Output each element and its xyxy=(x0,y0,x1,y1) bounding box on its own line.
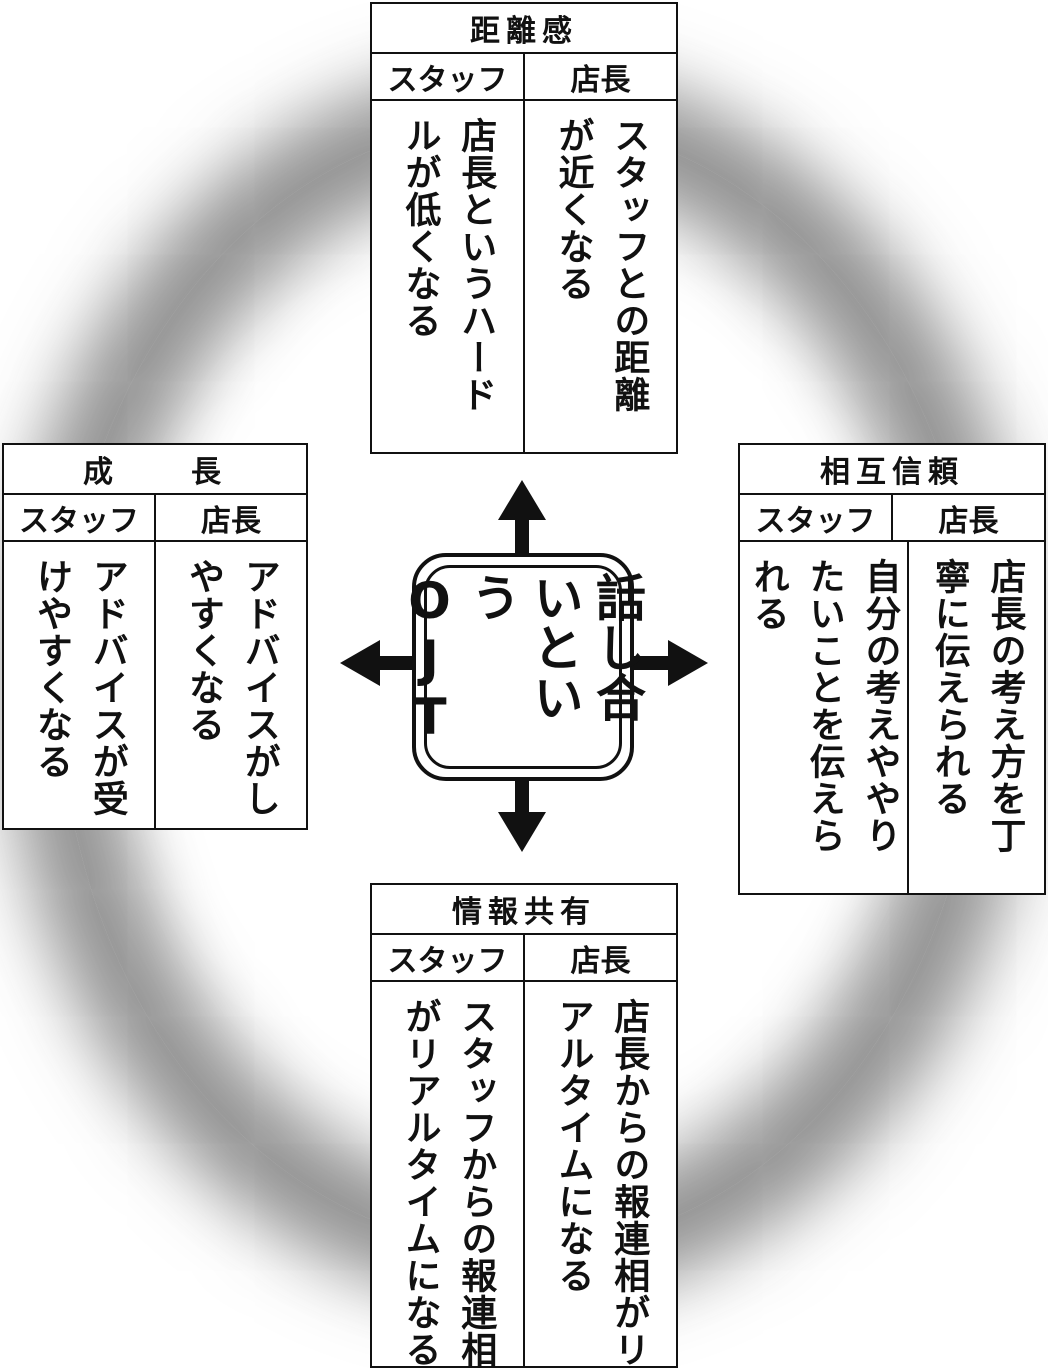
staff-column: アドバイスが受けやすくなる xyxy=(4,542,156,828)
arrow-down-shaft xyxy=(515,779,529,815)
staff-header: スタッフ xyxy=(740,495,893,540)
staff-text: 自分の考えややりたいことを伝えられる xyxy=(747,558,901,854)
arrow-right-shaft xyxy=(632,656,672,670)
box-growth: 成 長 スタッフ 店長 アドバイスが受けやすくなる アドバイスがしやすくなる xyxy=(2,443,308,830)
manager-header: 店長 xyxy=(201,503,261,539)
manager-text: スタッフとの距離が近くなる xyxy=(552,117,650,413)
center-text: 話し合いというOJT xyxy=(400,572,647,746)
center-inner-frame: 話し合いというOJT xyxy=(401,565,646,769)
arrow-up-shaft xyxy=(515,515,529,555)
arrow-right-head xyxy=(668,640,708,686)
arrow-down-head xyxy=(498,812,546,852)
staff-column: 店長というハードルが低くなる xyxy=(372,101,525,452)
arrow-left-head xyxy=(340,640,380,686)
staff-text: スタッフからの報連相がリアルタイムになる xyxy=(399,998,497,1368)
box-title: 成 長 xyxy=(4,445,306,495)
box-headers: スタッフ 店長 xyxy=(372,935,676,982)
box-headers: スタッフ 店長 xyxy=(740,495,1044,542)
manager-header: 店長 xyxy=(938,503,999,539)
manager-text: 店長からの報連相がリアルタイムになる xyxy=(552,998,650,1368)
box-info-sharing: 情報共有 スタッフ 店長 スタッフからの報連相がリアルタイムになる 店長からの報… xyxy=(370,883,678,1368)
staff-text: 店長というハードルが低くなる xyxy=(399,117,497,413)
staff-column: 自分の考えややりたいことを伝えられる xyxy=(740,542,910,893)
box-mutual-trust: 相互信頼 スタッフ 店長 自分の考えややりたいことを伝えられる 店長の考え方を丁… xyxy=(738,443,1046,895)
staff-column: スタッフからの報連相がリアルタイムになる xyxy=(372,982,525,1368)
manager-header: 店長 xyxy=(570,943,631,979)
manager-column: 店長からの報連相がリアルタイムになる xyxy=(525,982,676,1368)
box-headers: スタッフ 店長 xyxy=(4,495,306,542)
staff-header: スタッフ xyxy=(4,495,156,540)
manager-text: アドバイスがしやすくなる xyxy=(183,558,280,817)
box-headers: スタッフ 店長 xyxy=(372,54,676,101)
box-distance: 距離感 スタッフ 店長 店長というハードルが低くなる スタッフとの距離が近くなる xyxy=(370,2,678,454)
manager-text: 店長の考え方を丁寧に伝えられる xyxy=(928,558,1026,854)
manager-column: アドバイスがしやすくなる xyxy=(156,542,306,828)
staff-header: スタッフ xyxy=(372,54,525,99)
box-title: 情報共有 xyxy=(372,885,676,935)
staff-text: アドバイスが受けやすくなる xyxy=(31,558,128,817)
manager-header: 店長 xyxy=(570,62,631,98)
staff-header: スタッフ xyxy=(372,935,525,980)
box-title: 距離感 xyxy=(372,4,676,54)
arrow-up-head xyxy=(498,480,546,520)
center-ojt-box: 話し合いというOJT xyxy=(401,553,646,781)
manager-column: 店長の考え方を丁寧に伝えられる xyxy=(909,542,1044,893)
box-title: 相互信頼 xyxy=(740,445,1044,495)
manager-column: スタッフとの距離が近くなる xyxy=(525,101,676,452)
arrow-left-shaft xyxy=(375,656,415,670)
